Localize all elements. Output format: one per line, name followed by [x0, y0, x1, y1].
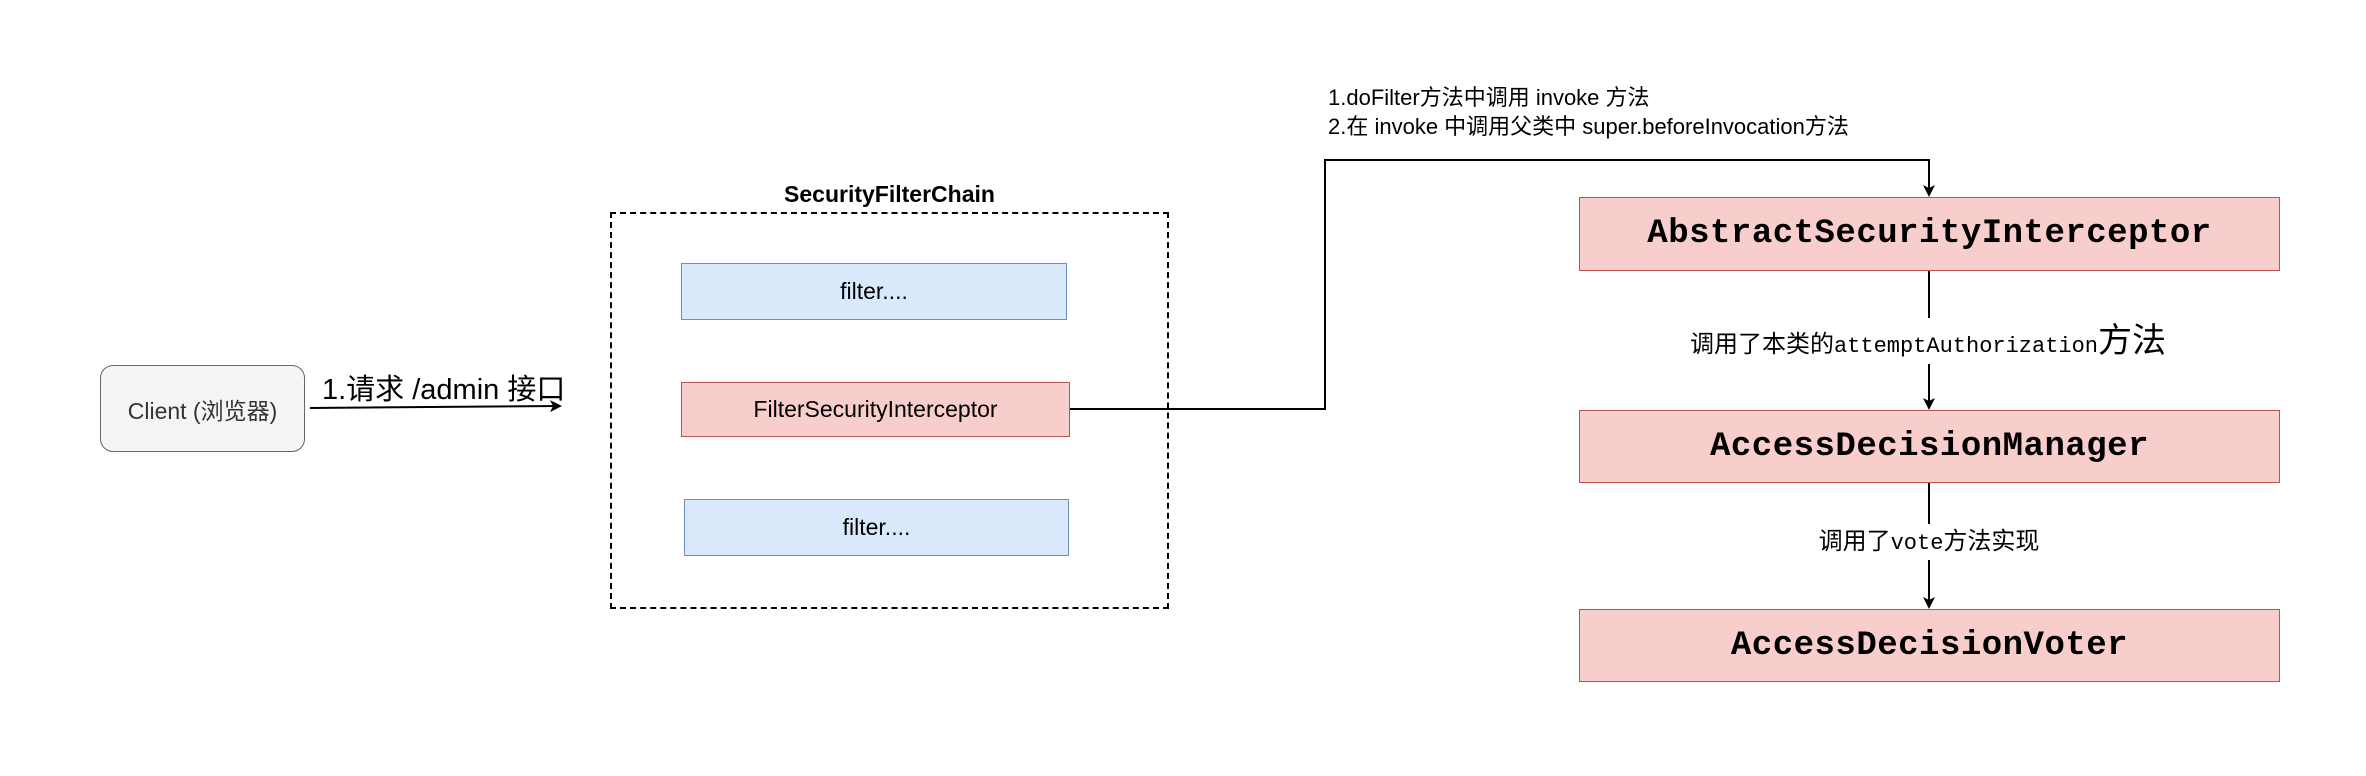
- request-arrow: [309, 400, 562, 413]
- invoke-connector: [1070, 159, 1935, 410]
- abstract-security-interceptor-node: AbstractSecurityInterceptor: [1579, 197, 2280, 271]
- filter-chain-container: [610, 212, 1169, 609]
- attempt-suffix: 方法: [2098, 322, 2167, 360]
- filter-security-interceptor-node: FilterSecurityInterceptor: [681, 382, 1070, 437]
- filter-chain-title: SecurityFilterChain: [784, 180, 995, 207]
- invoke-note-line-2: 2.在 invoke 中调用父类中 super.beforeInvocation…: [1328, 114, 1849, 139]
- vote-prefix: 调用了: [1818, 528, 1891, 555]
- filter-label: filter....: [840, 278, 908, 304]
- access-decision-voter-node: AccessDecisionVoter: [1579, 609, 2280, 682]
- access-decision-manager-node: AccessDecisionManager: [1579, 410, 2280, 483]
- attempt-prefix: 调用了本类的: [1689, 331, 1834, 358]
- filter-security-interceptor-label: FilterSecurityInterceptor: [753, 396, 998, 422]
- vote-suffix: 方法实现: [1943, 528, 2040, 555]
- invoke-note: 1.doFilter方法中调用 invoke 方法 2.在 invoke 中调用…: [1328, 83, 2028, 141]
- filter-node: filter....: [684, 499, 1069, 556]
- abstract-security-interceptor-label: AbstractSecurityInterceptor: [1647, 215, 2212, 253]
- vote-method: vote: [1890, 531, 1944, 556]
- attempt-authorization-edge-label: 调用了本类的attemptAuthorization方法: [1668, 318, 2188, 364]
- access-decision-manager-label: AccessDecisionManager: [1710, 427, 2149, 466]
- attempt-method: attemptAuthorization: [1833, 334, 2099, 359]
- invoke-note-line-1: 1.doFilter方法中调用 invoke 方法: [1328, 85, 1650, 110]
- request-edge-label: 1.请求 /admin 接口: [322, 374, 566, 406]
- filter-node: filter....: [681, 263, 1067, 320]
- vote-edge-label: 调用了vote方法实现: [1799, 524, 2059, 560]
- client-label: Client (浏览器): [127, 397, 278, 424]
- filter-label: filter....: [842, 514, 911, 540]
- client-node: Client (浏览器): [100, 365, 305, 452]
- access-decision-voter-label: AccessDecisionVoter: [1730, 626, 2129, 665]
